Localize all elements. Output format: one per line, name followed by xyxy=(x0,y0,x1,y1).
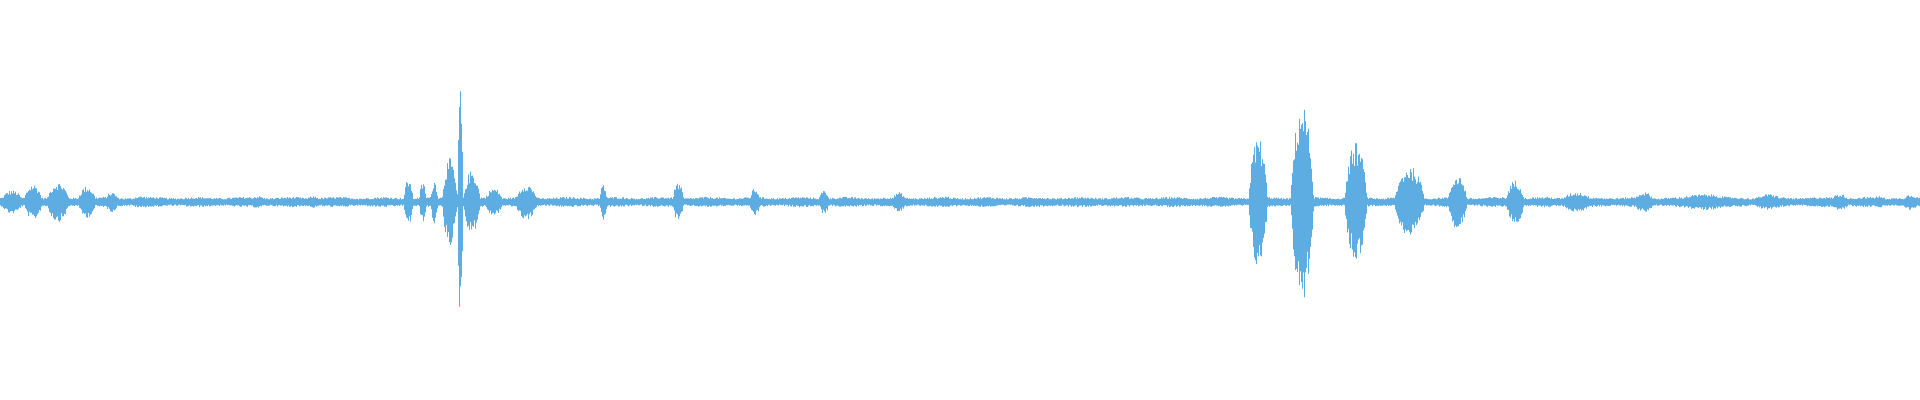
waveform-trace xyxy=(0,91,1920,307)
